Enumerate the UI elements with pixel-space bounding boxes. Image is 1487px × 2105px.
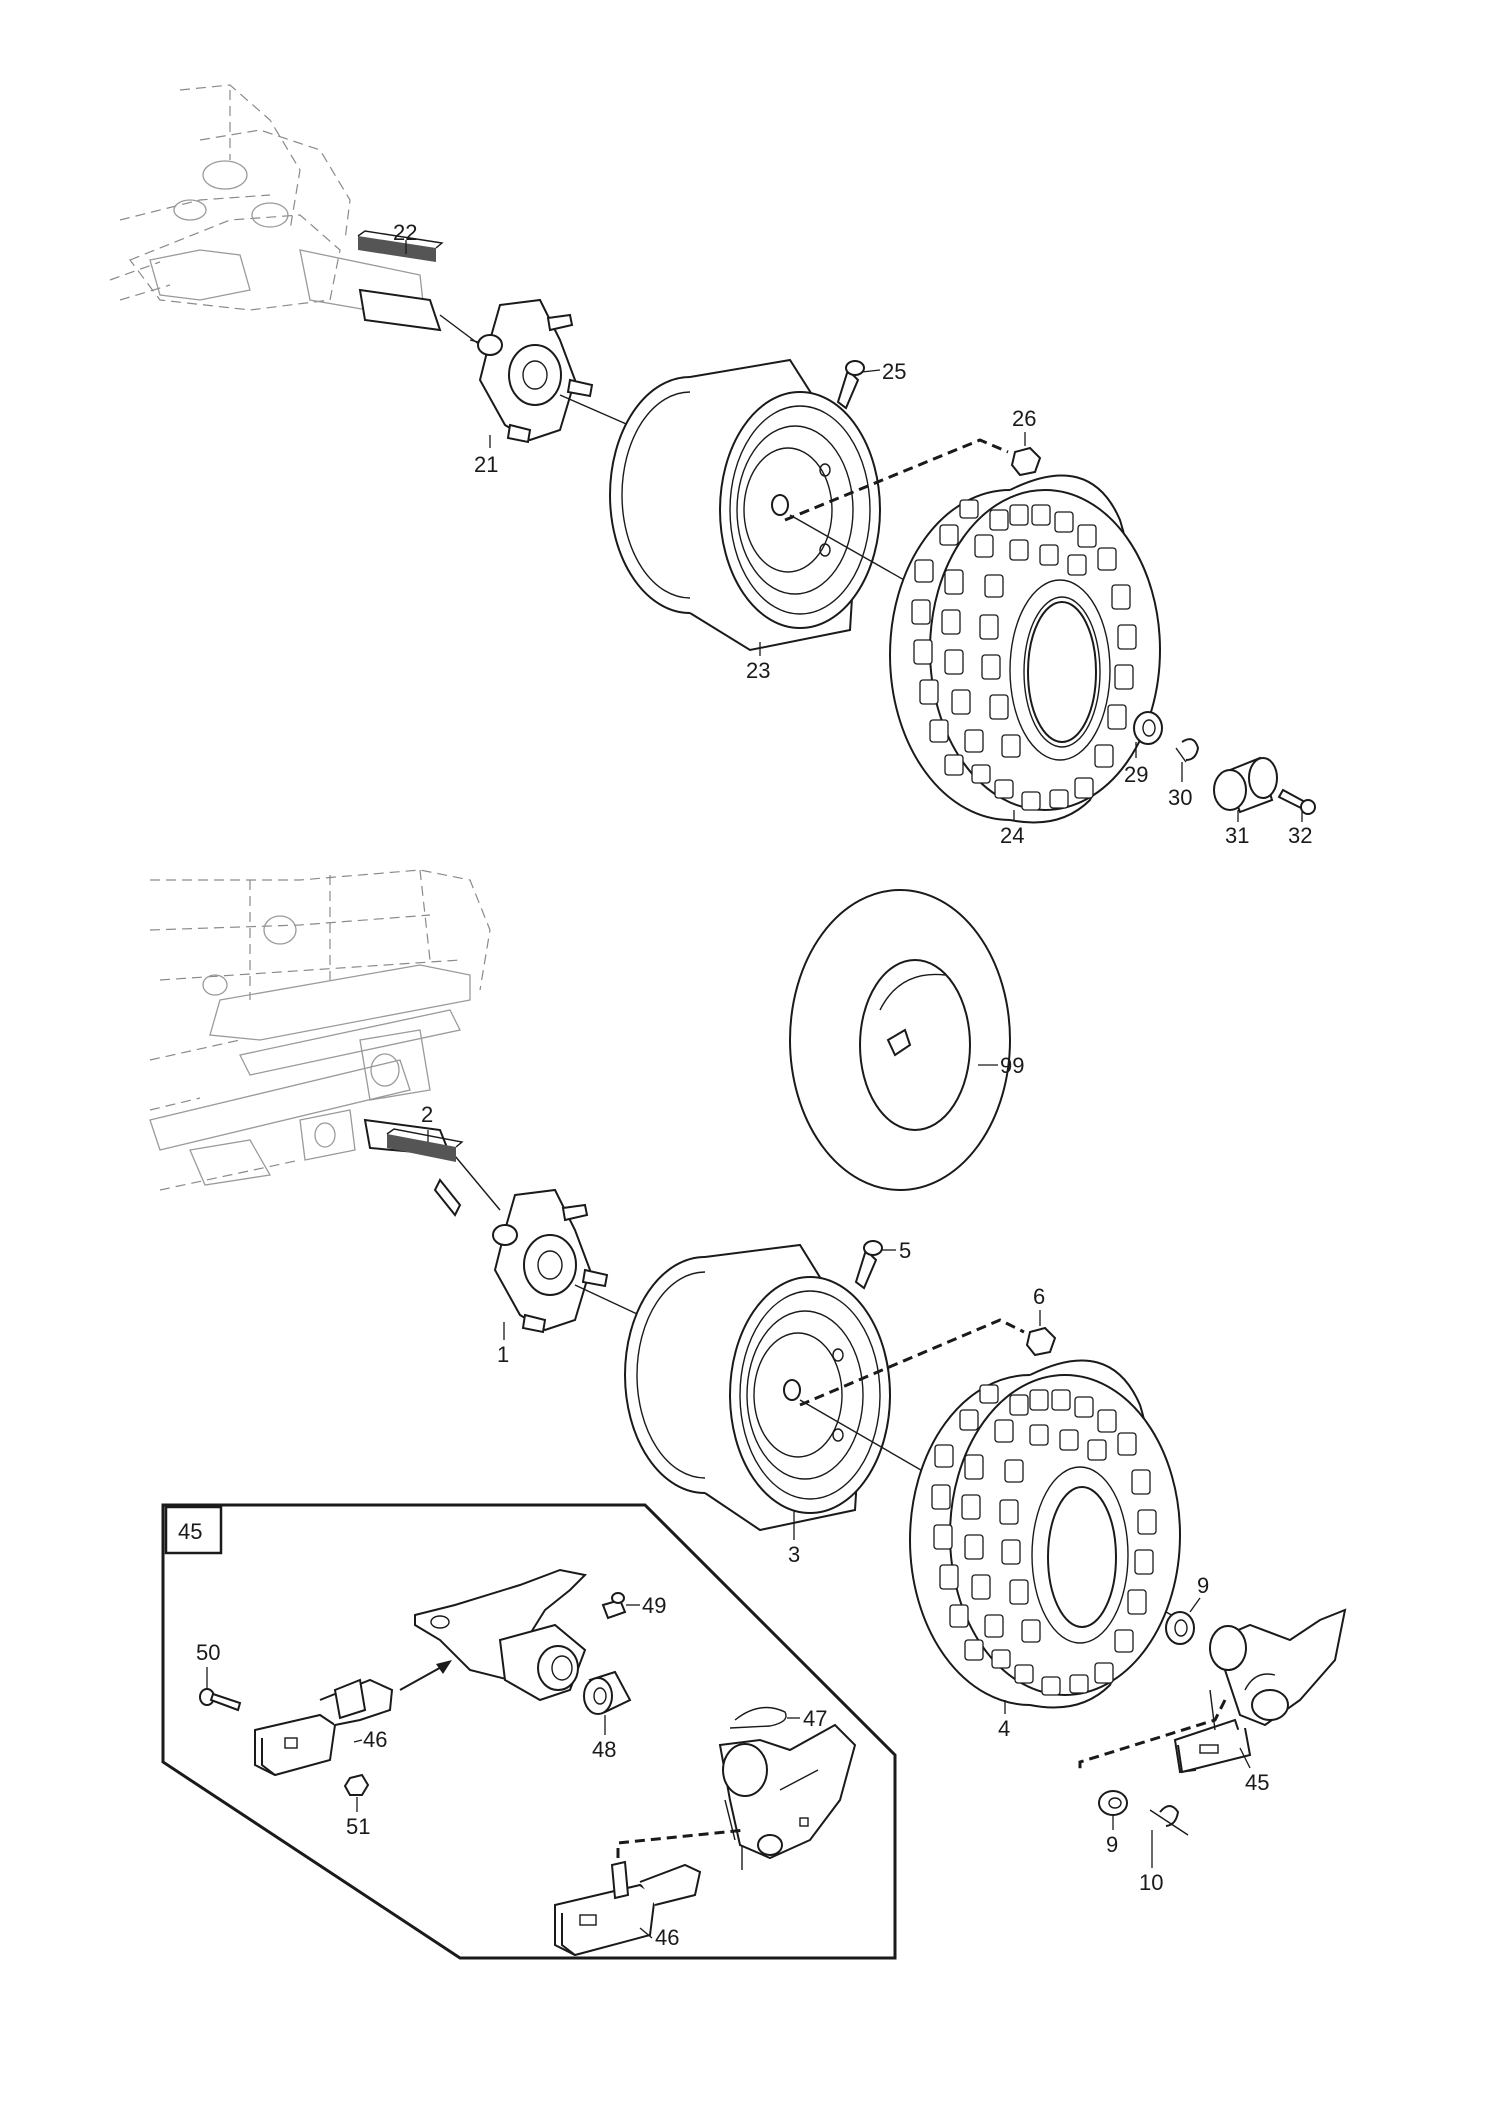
callout-10: 10 [1139,1870,1163,1895]
callout-23: 23 [746,658,770,683]
inset-label-box [164,1505,223,1555]
callout-51: 51 [346,1814,370,1839]
detail-inset-45: 45 [161,1503,897,1960]
arrow [399,1660,452,1691]
callout-2: 2 [421,1102,433,1127]
bolt-50 [199,1688,242,1712]
rim-23 [609,358,881,652]
nut-26 [1010,446,1042,477]
callout-45-box: 45 [178,1519,202,1544]
callout-9-upper: 9 [1197,1573,1209,1598]
callout-46-upper: 46 [363,1727,387,1752]
inner-tube-99: 99 [789,889,1024,1191]
tread-pattern-bottom [931,1384,1157,1696]
key-22 [357,230,444,262]
callout-24: 24 [1000,823,1024,848]
plate-46-upper [254,1678,394,1777]
callout-29: 29 [1124,762,1148,787]
valve-stem-25 [836,360,865,410]
callout-47: 47 [803,1706,827,1731]
hub-21 [469,298,594,444]
callout-31: 31 [1225,823,1249,848]
hub-1 [492,1188,609,1334]
hitch-body [718,1723,857,1860]
callout-5: 5 [899,1238,911,1263]
callout-9-lower: 9 [1106,1832,1118,1857]
callout-4: 4 [998,1716,1010,1741]
dashed-path-inset [616,1828,746,1858]
tread-pattern-top [911,499,1137,811]
callout-99: 99 [1000,1053,1024,1078]
dashed-path-bottom [799,1318,1025,1407]
callout-6: 6 [1033,1284,1045,1309]
plate-46-lower [554,1860,702,1957]
callout-22: 22 [393,220,417,245]
callout-46-lower: 46 [655,1925,679,1950]
washer-29 [1133,711,1163,745]
callout-50: 50 [196,1640,220,1665]
callout-48: 48 [592,1737,616,1762]
callout-30: 30 [1168,785,1192,810]
callout-45: 45 [1245,1770,1269,1795]
bottom-assembly: 2 1 5 6 3 4 9 45 9 10 [149,869,1347,1895]
bracket-top [414,1568,588,1702]
transaxle-context-top [109,84,426,321]
tire-24 [889,474,1161,824]
grease-nipple-49 [601,1592,627,1620]
pin-clip-47 [729,1706,787,1729]
callout-49: 49 [642,1593,666,1618]
washer-9-lower [1098,1790,1128,1816]
dashed-path-top [784,438,1009,522]
callout-32: 32 [1288,823,1312,848]
axle-shaft-top [358,288,442,332]
washer-9-upper [1165,1611,1195,1645]
chassis-context-bottom [149,869,491,1191]
callout-26: 26 [1012,406,1036,431]
rim-3 [624,1243,891,1532]
top-assembly: 22 21 25 26 23 24 29 30 31 32 [109,84,1316,848]
dashed-path-hitch [1078,1699,1227,1772]
callout-3: 3 [788,1542,800,1567]
nut-6 [1025,1326,1057,1357]
bushing-48 [583,1670,632,1715]
callout-25: 25 [882,359,906,384]
valve-stem-5 [854,1240,883,1290]
nut-51 [343,1773,370,1796]
cap-31 [1213,756,1278,814]
bolt-32 [1277,788,1316,815]
callout-1: 1 [497,1342,509,1367]
clip-30 [1181,738,1200,761]
hitch-assembly-45 [1173,1608,1347,1774]
callout-21: 21 [474,452,498,477]
tire-4 [909,1359,1181,1709]
